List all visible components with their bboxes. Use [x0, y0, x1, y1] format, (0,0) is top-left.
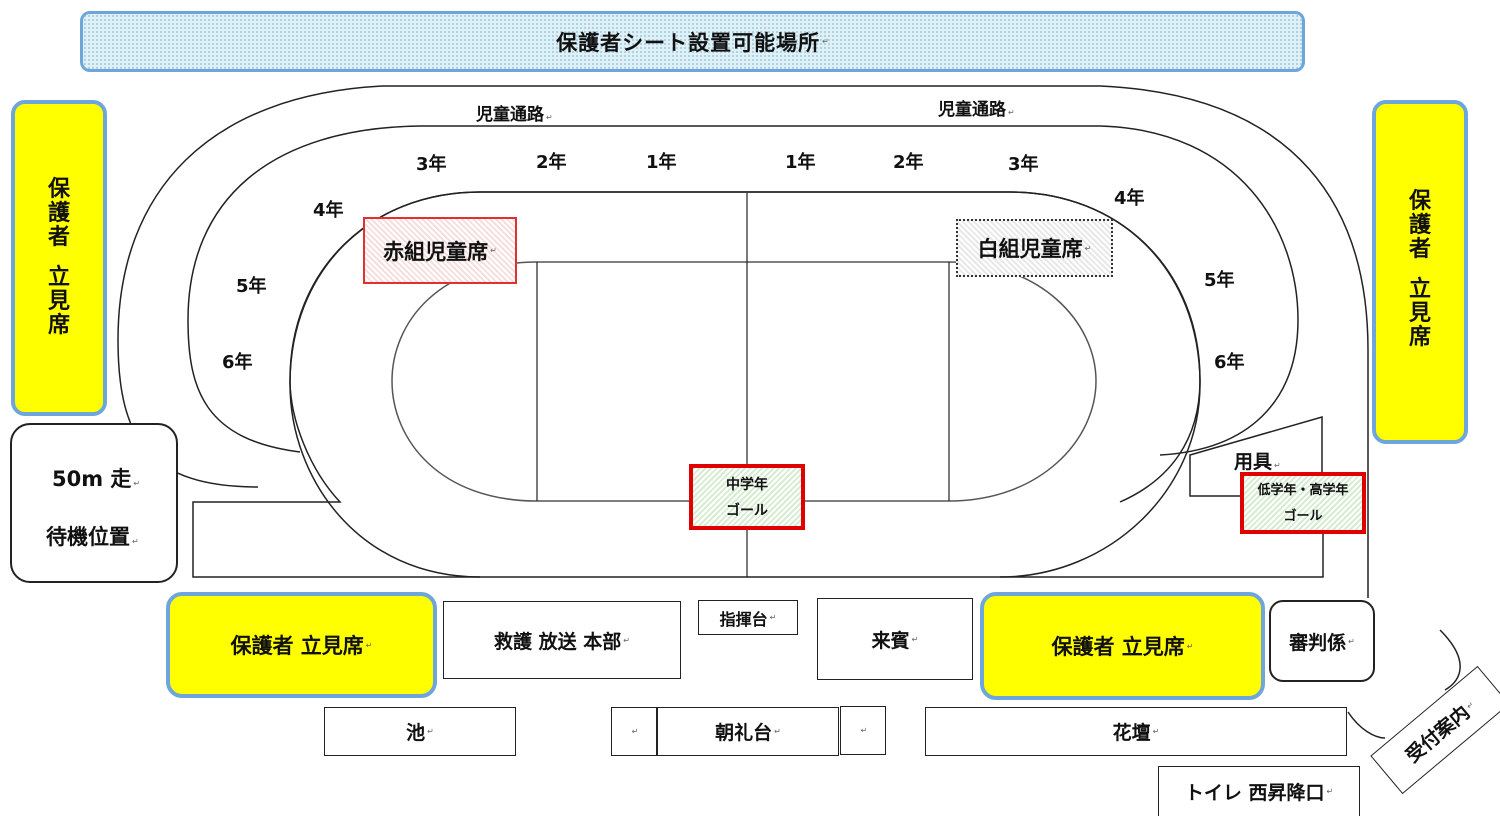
conductor-label: 指揮台	[719, 609, 768, 629]
morning-stage: 朝礼台↵	[657, 707, 839, 756]
flowerbed: 花壇↵	[925, 707, 1347, 756]
stand-left-char-4: 立	[47, 265, 70, 290]
stand-right-char-6: 席	[1408, 325, 1431, 350]
judges-label: 審判係	[1289, 631, 1347, 654]
red-team-label: 赤組児童席	[383, 239, 489, 264]
stand-right-char-4: 立	[1408, 277, 1431, 302]
grade-right-4: 4年	[1114, 188, 1145, 209]
conductor-stand: 指揮台↵	[698, 600, 798, 635]
lower-upper-grade-goal: 低学年・高学年 ゴール	[1240, 472, 1366, 534]
red-team-seat: 赤組児童席↵	[363, 217, 517, 284]
grade-left-5: 5年	[236, 276, 267, 297]
guests-label: 来賓	[871, 629, 910, 652]
toilet-label: トイレ 西昇降口	[1184, 782, 1325, 804]
parent-stand-left: 保 護 者 立 見 席	[11, 100, 107, 416]
grade-right-2: 2年	[893, 152, 924, 173]
rescue-broadcast-hq: 救護 放送 本部↵	[443, 601, 681, 679]
parent-stand-bottom-left: 保護者 立見席↵	[166, 592, 437, 698]
grade-left-4: 4年	[313, 200, 344, 221]
judges-area: 審判係↵	[1269, 600, 1375, 682]
pond: 池↵	[324, 707, 516, 756]
parent-stand-right: 保 護 者 立 見 席	[1372, 100, 1468, 444]
stand-left-char-1: 保	[47, 177, 70, 202]
stand-bottom-left-label: 保護者 立見席	[230, 634, 364, 658]
stand-left-char-5: 見	[47, 289, 70, 314]
reception-curve	[1439, 629, 1461, 691]
stand-right-char-1: 保	[1408, 189, 1431, 214]
parent-seat-banner: 保護者シート設置可能場所↵	[80, 11, 1305, 72]
grade-right-6: 6年	[1214, 352, 1245, 373]
seating-zone-boundary	[187, 125, 1299, 456]
rescue-label: 救護 放送 本部	[494, 630, 622, 653]
stand-right-char-3: 者	[1408, 237, 1431, 262]
track-curve-outer	[289, 191, 1201, 578]
banner-text: 保護者シート設置可能場所	[556, 30, 821, 55]
white-team-label: 白組児童席	[977, 237, 1083, 261]
morning-stage-label: 朝礼台	[715, 722, 773, 744]
grade-left-2: 2年	[536, 152, 567, 173]
sprint-wait-area: 50m 走↵ 待機位置↵	[10, 423, 178, 583]
stand-right-char-2: 護	[1408, 213, 1431, 238]
grade-right-3: 3年	[1008, 154, 1039, 175]
student-path-left: 児童通路↵	[476, 105, 553, 125]
morning-stage-left-step: ↵	[611, 707, 657, 756]
lower-upper-goal-line1: 低学年・高学年	[1257, 483, 1349, 498]
grade-left-1: 1年	[646, 152, 677, 173]
grade-left-6: 6年	[222, 352, 253, 373]
middle-goal-line1: 中学年	[726, 477, 768, 493]
morning-stage-right-step: ↵	[840, 706, 886, 755]
reception-curve-low	[1347, 711, 1386, 739]
wait-area-line1: 50m 走↵	[52, 467, 141, 491]
parent-stand-bottom-right: 保護者 立見席↵	[980, 592, 1265, 700]
grade-right-1: 1年	[785, 152, 816, 173]
stand-left-char-2: 護	[47, 201, 70, 226]
grade-right-5: 5年	[1204, 270, 1235, 291]
stand-right-char-5: 見	[1408, 301, 1431, 326]
stand-left-char-6: 席	[47, 313, 70, 338]
stand-left-char-3: 者	[47, 225, 70, 250]
middle-goal-line2: ゴール	[726, 503, 768, 519]
stand-bottom-right-label: 保護者 立見席	[1051, 635, 1185, 659]
student-path-right: 児童通路↵	[938, 100, 1015, 120]
guest-area: 来賓↵	[817, 598, 973, 680]
middle-grade-goal: 中学年 ゴール	[689, 464, 805, 530]
white-team-seat: 白組児童席↵	[956, 219, 1113, 277]
equipment-label: 用具↵	[1234, 451, 1281, 473]
lower-upper-goal-line2: ゴール	[1283, 509, 1323, 524]
toilet-west-entrance: トイレ 西昇降口↵	[1158, 766, 1360, 816]
flowerbed-label: 花壇	[1112, 722, 1151, 744]
pond-label: 池	[406, 722, 426, 744]
grade-left-3: 3年	[416, 154, 447, 175]
wait-area-line2: 待機位置↵	[46, 525, 139, 549]
